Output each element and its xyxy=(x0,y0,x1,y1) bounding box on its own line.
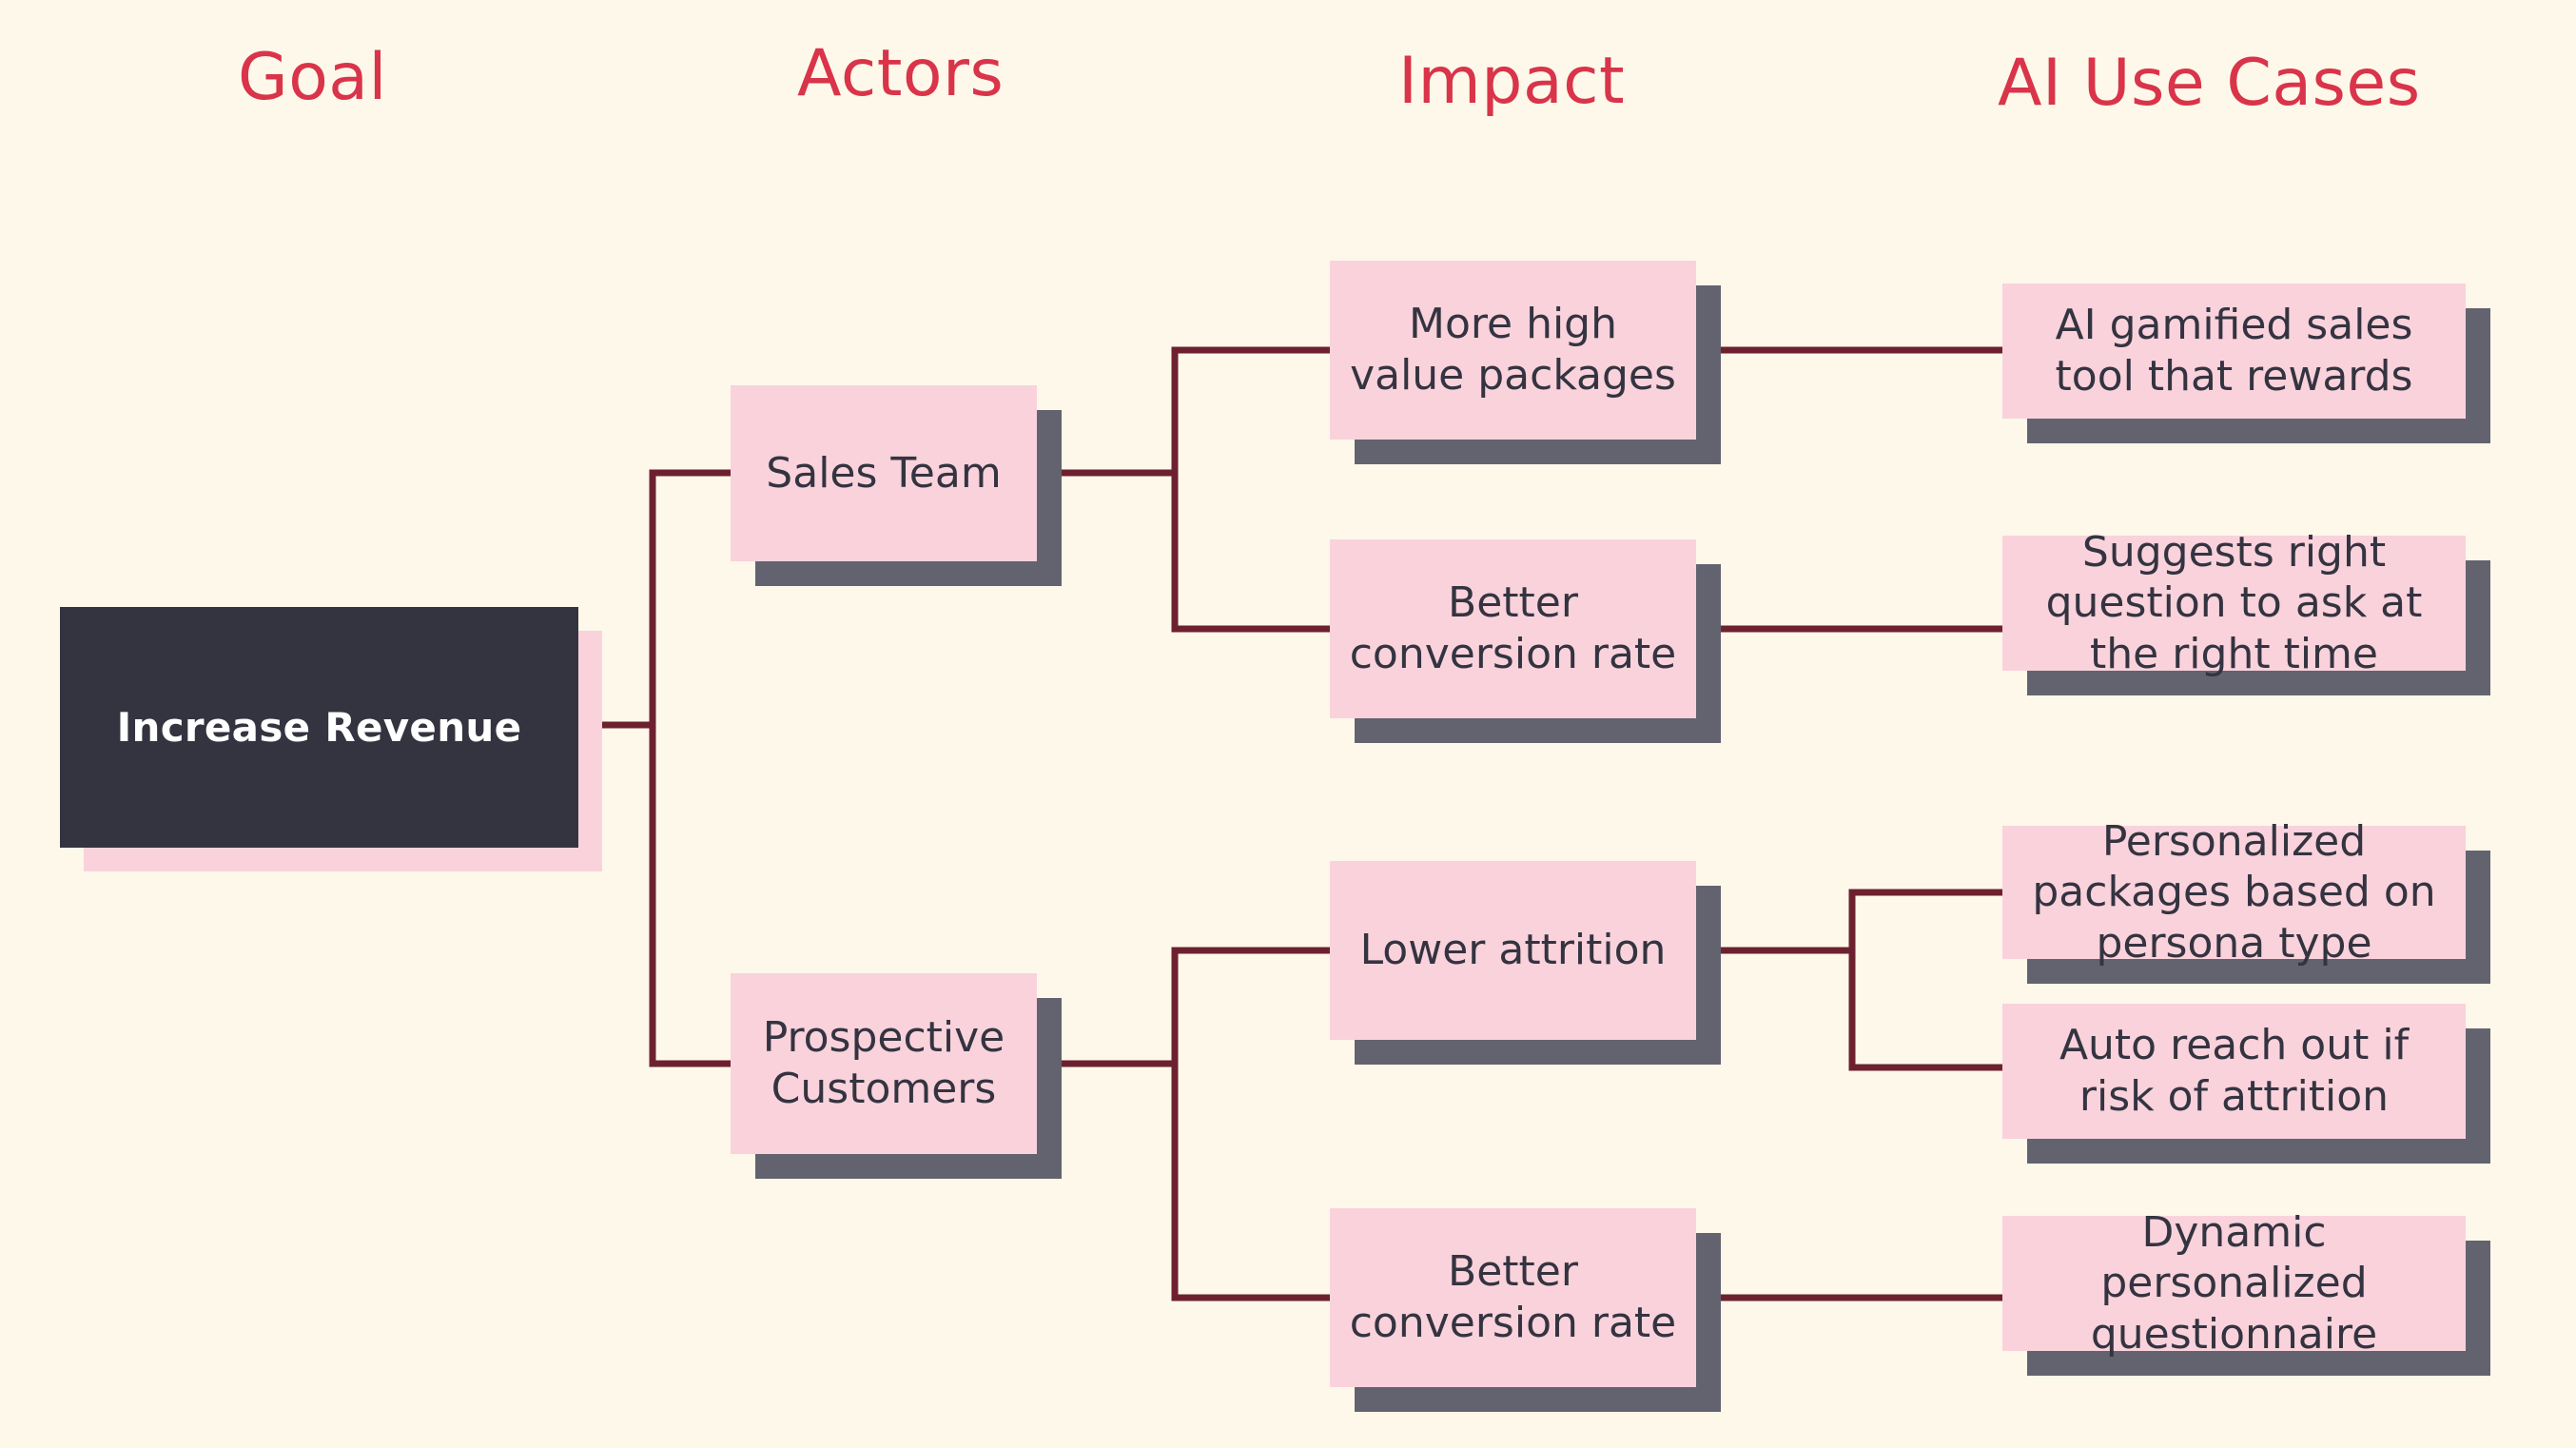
impact-node-2-lower-attrition-label: Lower attrition xyxy=(1359,926,1667,975)
usecase-node-0-ai-gamified-sales-tool-that-rewards[interactable]: AI gamified sales tool that rewards xyxy=(2002,284,2466,419)
goal-node-increase-revenue-label: Increase Revenue xyxy=(116,703,522,751)
actor-node-sales-team[interactable]: Sales Team xyxy=(731,385,1037,561)
impact-node-1-better-conversion-rate-label: Better conversion rate xyxy=(1349,578,1677,678)
actor-node-prospective-customers[interactable]: Prospective Customers xyxy=(731,973,1037,1154)
connector-customers-to-impacts-split xyxy=(1037,947,1330,1301)
impact-node-0-more-high-value-packages-label: More high value packages xyxy=(1350,300,1676,400)
column-header-goal: Goal xyxy=(238,40,387,115)
connector-sales-to-impacts-split xyxy=(1037,346,1330,633)
usecase-node-2-personalized-packages-based-on-persona-t[interactable]: Personalized packages based on persona t… xyxy=(2002,817,2466,968)
impact-node-2-lower-attrition[interactable]: Lower attrition xyxy=(1330,861,1696,1040)
usecase-node-3-auto-reach-out-if-risk-of-attrition-label: Auto reach out if risk of attrition xyxy=(2059,1021,2410,1121)
column-header-impact: Impact xyxy=(1398,44,1626,119)
column-header-ai-use-cases: AI Use Cases xyxy=(1998,46,2421,121)
column-header-actors: Actors xyxy=(797,36,1005,111)
goal-node-increase-revenue[interactable]: Increase Revenue xyxy=(60,607,578,848)
usecase-node-2-personalized-packages-based-on-persona-t-label: Personalized packages based on persona t… xyxy=(2032,816,2436,968)
connector-goal-to-actors-split xyxy=(578,469,731,1067)
connector-impact3-to-usecases-split xyxy=(1696,889,2002,1071)
usecase-node-1-suggests-right-question-to-ask-at-the-ri[interactable]: Suggests right question to ask at the ri… xyxy=(2002,528,2466,678)
usecase-node-3-auto-reach-out-if-risk-of-attrition[interactable]: Auto reach out if risk of attrition xyxy=(2002,1004,2466,1139)
impact-node-3-better-conversion-rate-label: Better conversion rate xyxy=(1349,1247,1677,1347)
actor-node-prospective-customers-label: Prospective Customers xyxy=(762,1013,1005,1113)
usecase-node-4-dynamic-personalized-questionnaire-label: Dynamic personalized questionnaire xyxy=(2090,1207,2378,1359)
usecase-node-4-dynamic-personalized-questionnaire[interactable]: Dynamic personalized questionnaire xyxy=(2002,1208,2466,1359)
impact-node-0-more-high-value-packages[interactable]: More high value packages xyxy=(1330,261,1696,440)
actor-node-sales-team-label: Sales Team xyxy=(766,448,1002,498)
impact-node-1-better-conversion-rate[interactable]: Better conversion rate xyxy=(1330,539,1696,718)
usecase-node-0-ai-gamified-sales-tool-that-rewards-label: AI gamified sales tool that rewards xyxy=(2055,301,2413,401)
usecase-node-1-suggests-right-question-to-ask-at-the-ri-label: Suggests right question to ask at the ri… xyxy=(2045,527,2423,678)
impact-node-3-better-conversion-rate[interactable]: Better conversion rate xyxy=(1330,1208,1696,1387)
